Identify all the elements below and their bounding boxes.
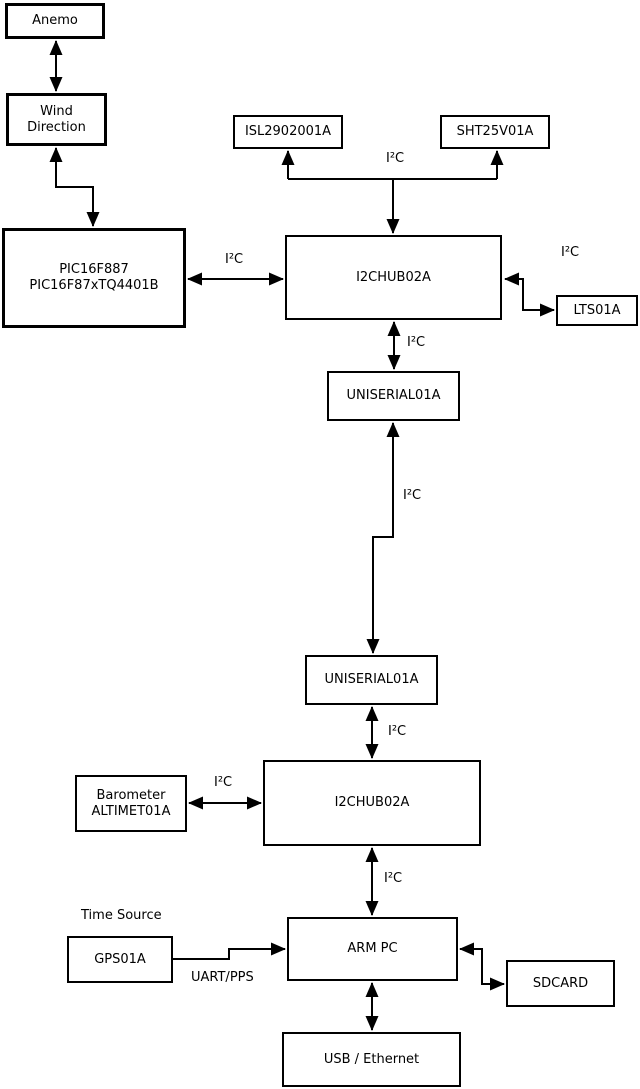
- node-uniserial01a-upper: UNISERIAL01A: [327, 371, 460, 421]
- node-uniserial01a-upper-label: UNISERIAL01A: [346, 388, 441, 403]
- edge-label-i2c-lts: I²C: [561, 245, 580, 260]
- edge-label-i2c-barometer: I²C: [214, 775, 233, 790]
- node-i2chub02a-lower: I2CHUB02A: [263, 760, 481, 846]
- node-isl2902001a: ISL2902001A: [233, 115, 343, 149]
- node-sdcard: SDCARD: [506, 960, 615, 1007]
- node-i2chub02a-lower-label: I2CHUB02A: [334, 795, 410, 810]
- node-pic16f887: PIC16F887 PIC16F87xTQ4401B: [2, 228, 186, 328]
- annotation-time-source: Time Source: [81, 908, 162, 923]
- edge-label-i2c-link: I²C: [403, 488, 422, 503]
- node-sht25v01a: SHT25V01A: [440, 115, 550, 149]
- node-sdcard-label: SDCARD: [532, 975, 589, 991]
- node-arm-pc-label: ARM PC: [347, 941, 398, 956]
- node-uniserial01a-lower-label: UNISERIAL01A: [324, 672, 419, 687]
- node-gps01a-label: GPS01A: [94, 951, 146, 967]
- node-usb-ethernet-label: USB / Ethernet: [323, 1051, 420, 1067]
- node-wind-direction-label-line1: Wind: [40, 103, 73, 119]
- node-barometer-label-line2: ALTIMET01A: [91, 803, 171, 819]
- node-lts01a: LTS01A: [556, 295, 638, 326]
- edge-label-i2c-pic: I²C: [225, 252, 244, 267]
- node-barometer-label-line1: Barometer: [96, 787, 166, 803]
- node-isl2902001a-label: ISL2902001A: [244, 124, 332, 139]
- node-anemo-label: Anemo: [32, 13, 78, 28]
- node-pic16f887-label-line1: PIC16F887: [59, 262, 129, 277]
- edge-uniserial-link: [366, 422, 400, 654]
- edge-i2chub-upper-lts: [504, 272, 555, 317]
- node-gps01a: GPS01A: [67, 936, 173, 983]
- node-i2chub02a-upper: I2CHUB02A: [285, 235, 502, 320]
- edge-label-i2c-sensors: I²C: [386, 151, 405, 166]
- edge-gps-armpc: [173, 942, 286, 960]
- node-i2chub02a-upper-label: I2CHUB02A: [356, 269, 431, 285]
- node-anemo: Anemo: [5, 3, 105, 39]
- node-pic16f887-label-line2: PIC16F87xTQ4401B: [29, 278, 159, 293]
- node-lts01a-label: LTS01A: [573, 302, 621, 318]
- edge-wind-pic: [49, 147, 100, 227]
- edge-label-uart-pps: UART/PPS: [191, 970, 254, 985]
- node-wind-direction-label-line2: Direction: [27, 119, 86, 135]
- node-usb-ethernet: USB / Ethernet: [282, 1032, 461, 1087]
- edge-label-i2c-uniserial-lower: I²C: [388, 724, 407, 739]
- node-sht25v01a-label: SHT25V01A: [456, 124, 534, 139]
- node-uniserial01a-lower: UNISERIAL01A: [305, 655, 438, 705]
- edge-armpc-sdcard: [459, 942, 505, 991]
- edge-label-i2c-uniserial-upper: I²C: [407, 335, 426, 350]
- node-arm-pc: ARM PC: [287, 917, 458, 981]
- node-wind-direction: Wind Direction: [6, 93, 107, 146]
- node-barometer-altimet01a: Barometer ALTIMET01A: [75, 775, 187, 832]
- edge-label-i2c-arm: I²C: [384, 871, 403, 886]
